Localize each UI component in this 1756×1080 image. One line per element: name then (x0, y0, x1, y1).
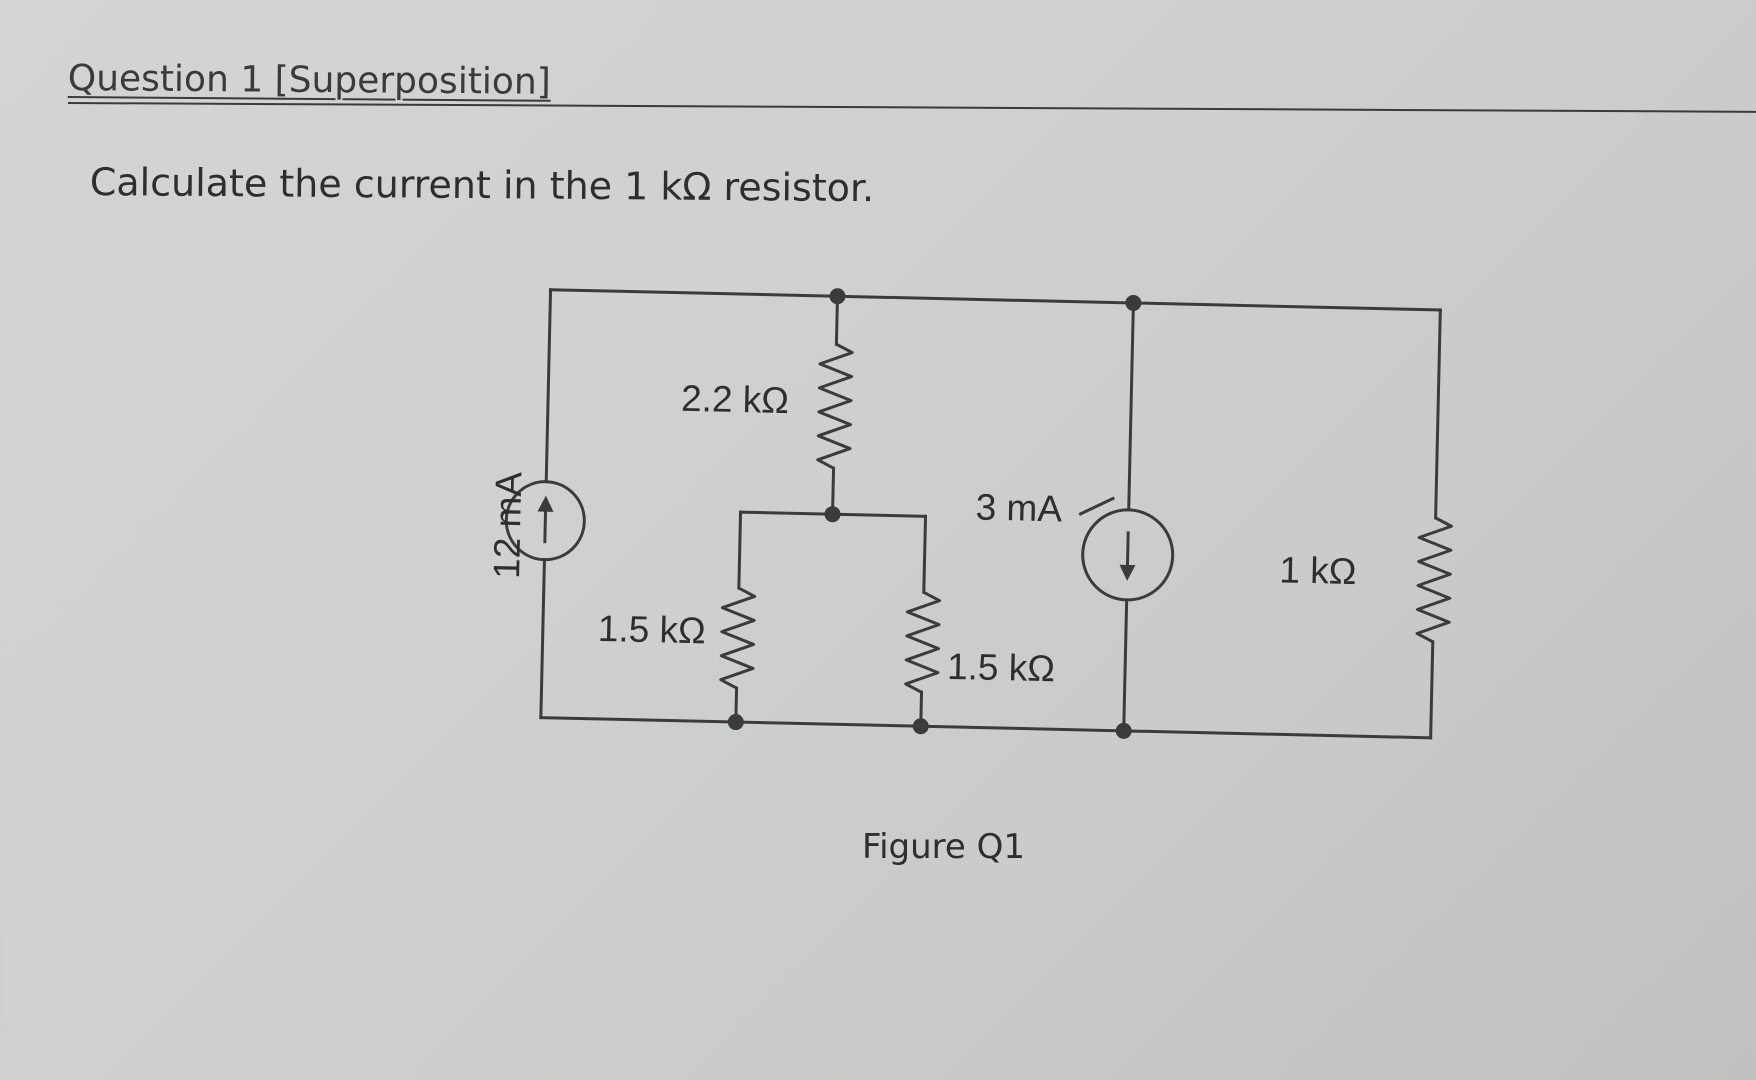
arrow-up-icon (537, 495, 554, 512)
label-2-2k: 2.2 kΩ (681, 378, 790, 421)
node-top-right (1125, 294, 1142, 311)
label-1-5k-left: 1.5 kΩ (597, 608, 706, 651)
label-3ma: 3 mA (975, 486, 1063, 529)
source-12ma-circle (504, 480, 586, 562)
resistor-1k (1415, 516, 1453, 644)
current-source-3ma (1081, 508, 1175, 602)
node-mid (824, 506, 841, 523)
node-bottom-left (727, 714, 744, 731)
figure-caption: Figure Q1 (862, 827, 1025, 867)
wire-3ma-upper (1127, 301, 1135, 512)
node-bottom-right (1115, 722, 1132, 739)
wire-left-upper (544, 288, 553, 484)
wire-top (549, 288, 1442, 312)
arrow-down-shaft (1125, 531, 1130, 571)
current-source-12ma (504, 480, 586, 562)
resistor-1-5k-right (904, 590, 942, 694)
wire-3ma-lower (1122, 598, 1129, 733)
resistor-1-5k-left (719, 586, 757, 690)
wire-left-lower (539, 558, 546, 720)
wire-h-left-upper (737, 510, 743, 590)
resistor-2-2k (816, 342, 854, 470)
node-bottom-mid (912, 718, 929, 735)
wire-h-right-upper (922, 514, 928, 594)
node-top-mid (829, 288, 846, 305)
arrow-down-icon (1119, 564, 1136, 581)
wire-bottom (539, 716, 1433, 740)
label-1k: 1 kΩ (1279, 549, 1357, 592)
arrow-up-shaft (543, 506, 548, 544)
wire-right-lower (1429, 640, 1435, 740)
label-1-5k-right: 1.5 kΩ (947, 646, 1056, 689)
label-12ma: 12 mA (486, 471, 529, 579)
label-3ma-leader (1078, 496, 1115, 516)
wire-right-upper (1434, 308, 1442, 520)
